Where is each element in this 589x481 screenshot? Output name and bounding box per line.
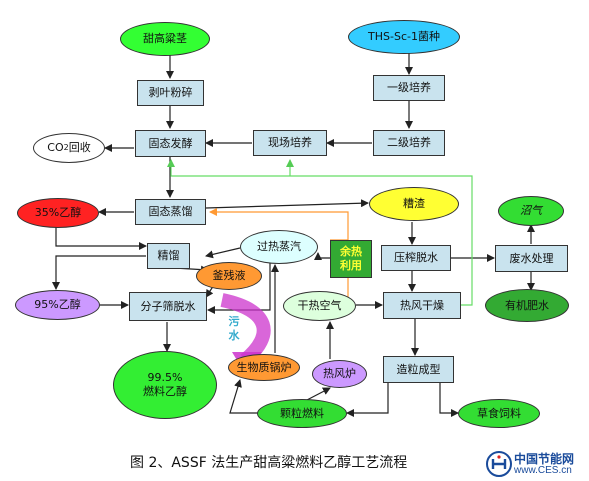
logo-cn-text: 中国节能网 xyxy=(514,452,575,466)
ces-logo: 中国节能网 www.CES.cn xyxy=(486,450,586,478)
node-culture-2: 二级培养 xyxy=(373,130,445,156)
arrow-pelletize-to-pellets xyxy=(346,382,389,417)
arrow-waste-heat-link xyxy=(314,252,330,260)
node-superheated-steam: 过热蒸汽 xyxy=(240,230,318,264)
node-press-dewater: 压榨脱水 xyxy=(381,245,451,271)
node-solid-ferment: 固态发酵 xyxy=(135,130,206,157)
node-pellet-fuel: 颗粒燃料 xyxy=(257,399,347,428)
arrow-pellets-to-boiler xyxy=(229,379,258,414)
node-strip-crush: 剥叶粉碎 xyxy=(137,80,204,106)
node-ths-strain: THS-Sc-1菌种 xyxy=(348,20,460,54)
node-solid-distill: 固态蒸馏 xyxy=(135,199,206,225)
node-organic-fertilizer: 有机肥水 xyxy=(485,289,569,322)
node-wastewater-treat: 废水处理 xyxy=(495,245,568,272)
arrow-steam-to-rectify xyxy=(205,247,241,259)
node-mol-sieve: 分子筛脱水 xyxy=(129,292,207,321)
node-biogas: 沼气 xyxy=(498,196,564,226)
node-rectify: 精馏 xyxy=(147,243,190,269)
node-hot-air-furnace: 热风炉 xyxy=(312,360,367,388)
node-onsite-culture: 现场培养 xyxy=(253,130,327,156)
label-sewage: 污水 xyxy=(228,315,240,342)
node-culture-1: 一级培养 xyxy=(373,75,445,101)
arrow-ethanol35-to-rectify xyxy=(55,227,147,250)
node-waste-heat: 余热利用 xyxy=(330,240,372,278)
arrow-steam-to-sieve xyxy=(207,263,271,314)
node-ethanol-35: 35%乙醇 xyxy=(17,198,99,228)
node-hot-air-dry: 热风干燥 xyxy=(383,292,461,319)
recycle-line-dry-to-ferment xyxy=(167,159,473,306)
arrow-rectify-to-ethanol95 xyxy=(52,255,146,290)
arrow-distill-to-vinasse xyxy=(205,199,369,209)
node-ethanol-95: 95%乙醇 xyxy=(15,290,100,320)
node-biomass-boiler: 生物质锅炉 xyxy=(228,354,300,381)
arrow-pelletize-to-feed xyxy=(439,382,459,417)
ces-logo-icon xyxy=(486,451,512,477)
node-vinasse: 糟渣 xyxy=(369,187,459,221)
node-sweet-sorghum: 甜高粱茎 xyxy=(120,22,210,56)
node-feed: 草食饲料 xyxy=(458,399,540,428)
node-fuel-ethanol: 99.5%燃料乙醇 xyxy=(113,351,217,419)
node-pelletize: 造粒成型 xyxy=(383,356,454,383)
logo-url-text: www.CES.cn xyxy=(514,465,572,476)
node-dry-hot-air: 干热空气 xyxy=(283,291,356,321)
node-residual-liquid: 釜残液 xyxy=(196,262,262,290)
figure-caption: 图 2、ASSF 法生产甜高粱燃料乙醇工艺流程 xyxy=(130,455,408,471)
